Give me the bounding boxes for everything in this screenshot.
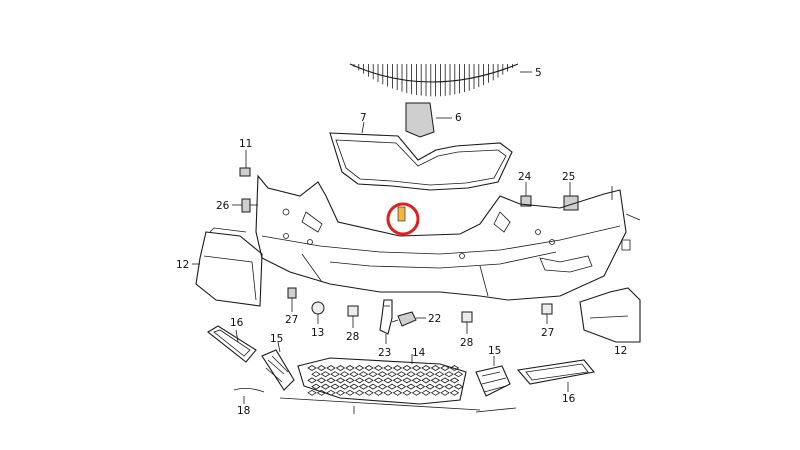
bumper-exploded-view: 5 6 7 11 24 25 26 12 12 27 13 22 28 27 2… (176, 63, 641, 417)
label-27-left: 27 (285, 314, 298, 326)
part-5-grille (349, 63, 532, 97)
part-14-lower-grille (297, 354, 467, 405)
part-25-clip (563, 182, 579, 211)
label-12-right: 12 (614, 345, 627, 357)
highlight-ring (386, 202, 420, 236)
part-24-bolt (520, 182, 532, 207)
marker-tag (397, 206, 406, 222)
part-11-clip (239, 150, 251, 177)
label-6: 6 (455, 112, 462, 124)
part-28-left-plug (347, 305, 359, 328)
part-26-fastener (232, 198, 258, 213)
label-13: 13 (311, 327, 324, 339)
part-15-right-grille (475, 356, 511, 397)
part-15-left-grille (261, 341, 295, 391)
part-28-right-plug (461, 311, 473, 334)
label-24: 24 (518, 171, 532, 183)
bumper-cover (255, 174, 627, 301)
label-26: 26 (216, 200, 230, 212)
label-27-right: 27 (541, 327, 554, 339)
part-13-cap (311, 301, 325, 324)
parts-diagram-frame: 5 6 7 11 24 25 26 12 12 27 13 22 28 27 2… (121, 56, 800, 450)
label-22: 22 (428, 313, 441, 325)
part-12-left-surround (192, 227, 263, 307)
label-14: 14 (412, 347, 426, 359)
right-edge-part (611, 186, 641, 251)
part-18-trim-strip (233, 388, 517, 414)
part-12-right-surround (579, 287, 641, 343)
part-16-left-trim (207, 325, 257, 363)
part-16-right-trim (516, 359, 596, 392)
label-25: 25 (562, 171, 575, 183)
part-27-left-clip (287, 287, 297, 312)
label-5: 5 (535, 67, 542, 79)
label-11: 11 (239, 138, 252, 150)
part-22-sensor (391, 311, 426, 327)
label-7: 7 (360, 112, 367, 124)
label-28-right: 28 (460, 337, 473, 349)
label-16-right: 16 (562, 393, 576, 405)
part-6-emblem (405, 102, 452, 138)
highlighted-part-marker (386, 202, 420, 236)
part-27-right-clip (541, 303, 553, 324)
label-28-left: 28 (346, 331, 359, 343)
label-18: 18 (237, 405, 250, 417)
part-23-bracket (379, 299, 393, 344)
label-12-left: 12 (176, 259, 189, 271)
part-7-grille-frame (329, 121, 513, 191)
label-15-left: 15 (270, 333, 283, 345)
label-15-right: 15 (488, 345, 501, 357)
label-16-left: 16 (230, 317, 244, 329)
label-23: 23 (378, 347, 391, 359)
